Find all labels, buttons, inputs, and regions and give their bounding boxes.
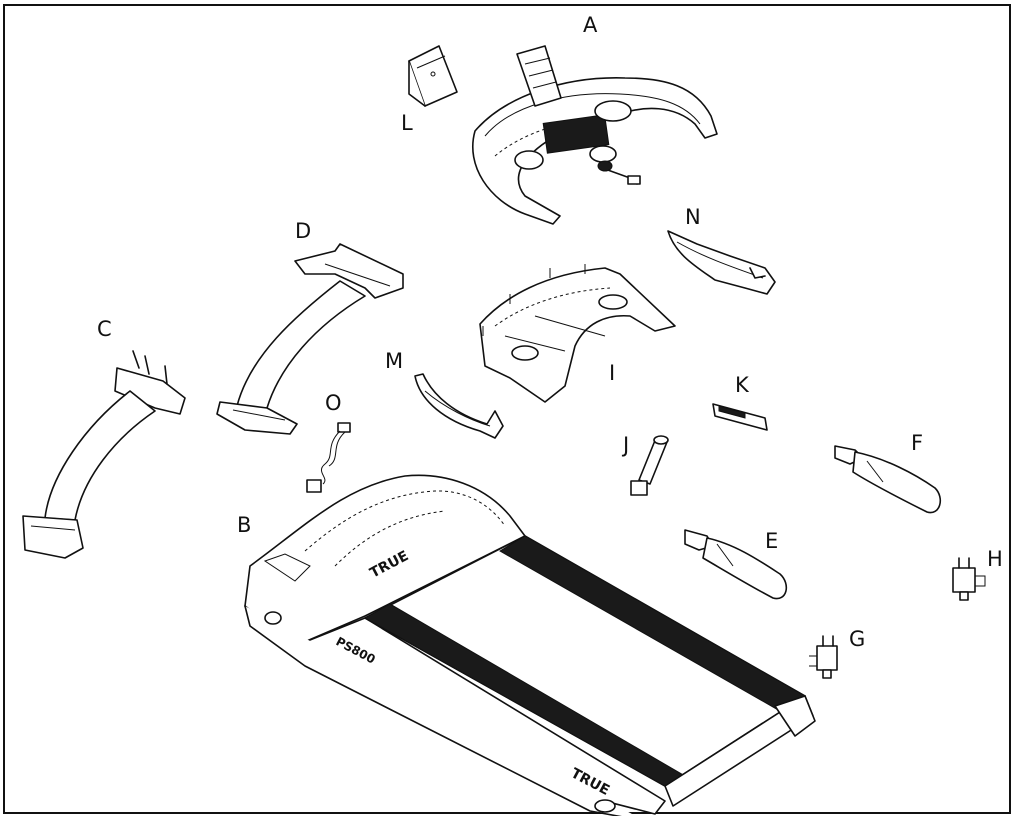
part-j-post — [630, 435, 669, 496]
part-a-console — [472, 45, 718, 225]
label-k: K — [735, 373, 750, 397]
label-a: A — [583, 13, 598, 37]
label-o: O — [325, 391, 342, 415]
part-m-trim — [414, 373, 504, 439]
part-d-upright — [216, 243, 404, 435]
part-l-bracket — [408, 45, 458, 107]
label-d: D — [295, 219, 311, 243]
part-c-upright — [22, 350, 186, 559]
part-n-trim — [667, 230, 776, 295]
part-o-cable — [306, 422, 351, 493]
part-g-bracket — [809, 635, 838, 679]
label-f: F — [911, 431, 923, 455]
label-j: J — [621, 433, 629, 457]
part-i-shroud — [479, 264, 676, 403]
part-k-clip — [712, 403, 768, 431]
part-e-handlebar — [684, 529, 788, 600]
label-m: M — [385, 349, 403, 373]
label-h: H — [987, 547, 1003, 571]
part-f-handlebar — [834, 445, 942, 514]
label-e: E — [765, 529, 778, 553]
label-c: C — [97, 317, 112, 341]
label-b: B — [237, 513, 251, 537]
label-g: G — [849, 627, 865, 651]
label-l: L — [401, 111, 413, 135]
label-n: N — [685, 205, 701, 229]
label-i: I — [609, 361, 615, 385]
part-b-treadmill-deck: TRUE PS800 TRUE — [244, 474, 816, 816]
diagram-frame: TRUE PS800 TRUE A L D N C M I K O J F B … — [3, 4, 1011, 816]
part-h-bracket — [952, 557, 986, 601]
